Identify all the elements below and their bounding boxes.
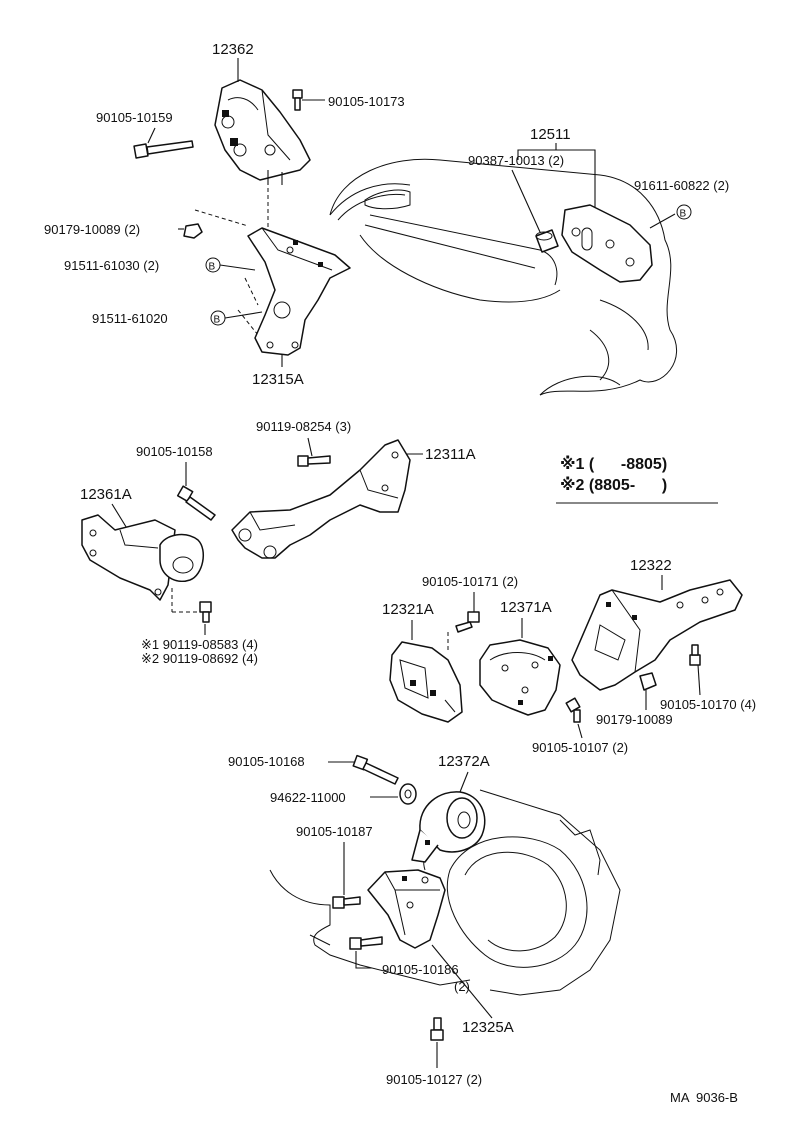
label-90105-10127: 90105-10127 (2) [386, 1072, 482, 1087]
part-12311A-arm [231, 439, 411, 559]
transmission-outline [269, 789, 621, 996]
notes-box: ※1 ( -8805) ※2 (8805- ) [556, 455, 718, 504]
bolt-90105-10107 [565, 697, 581, 723]
bolt-90105-10173 [292, 89, 325, 111]
callout-b-91511-61020: B [210, 310, 226, 326]
part-12315A-bracket [247, 227, 351, 356]
part-12362-mount [214, 58, 311, 185]
label-90105-10186: 90105-10186 [382, 962, 459, 977]
label-90105-10186-qty: (2) [454, 979, 470, 994]
bolt-90105-10186 [349, 936, 383, 950]
engine-outline-top [329, 158, 677, 396]
part-12321A-mount [389, 641, 463, 723]
svg-text:B: B [209, 262, 216, 273]
label-90105-10158: 90105-10158 [136, 444, 213, 459]
label-90105-10159: 90105-10159 [96, 110, 173, 125]
bolt-90105-10158 [176, 485, 216, 521]
svg-text:B: B [214, 315, 221, 326]
bolt-90105-10187 [332, 896, 361, 909]
label-90179-10089: 90179-10089 [596, 712, 673, 727]
nut-90179-10089-2 [178, 223, 203, 239]
nut-90179-10089 [639, 672, 657, 691]
label-90179-10089-2: 90179-10089 (2) [44, 222, 140, 237]
label-90119-08583: ※1 90119-08583 (4) [141, 637, 258, 652]
label-12361A: 12361A [80, 486, 132, 503]
part-12361A-mount [81, 514, 205, 601]
label-90119-08254: 90119-08254 (3) [256, 419, 351, 434]
label-90105-10168: 90105-10168 [228, 754, 305, 769]
label-94622-11000: 94622-11000 [270, 790, 346, 805]
note-1: ※1 ( -8805) [560, 455, 667, 473]
footer-code: MA 9036-B [670, 1090, 738, 1105]
part-12322-bracket [571, 579, 743, 691]
label-90105-10187: 90105-10187 [296, 824, 373, 839]
label-12311A: 12311A [425, 446, 476, 463]
label-12322: 12322 [630, 557, 672, 574]
bolt-90105-10127 [430, 1017, 444, 1041]
note-2: ※2 (8805- ) [560, 476, 667, 494]
svg-text:B: B [680, 209, 687, 220]
label-91511-61020: 91511-61020 [92, 311, 168, 326]
part-12372A-mount [411, 791, 486, 863]
label-12362: 12362 [212, 41, 254, 58]
label-12315A: 12315A [252, 371, 304, 388]
callout-b-91611: B [676, 204, 692, 220]
washer-94622-11000 [399, 783, 417, 805]
label-91611-60822: 91611-60822 (2) [634, 178, 729, 193]
label-90387-10013: 90387-10013 (2) [468, 153, 564, 168]
label-90105-10173: 90105-10173 [328, 94, 405, 109]
label-12321A: 12321A [382, 601, 434, 618]
label-90105-10170: 90105-10170 (4) [660, 697, 756, 712]
callout-b-91511-61030: B [205, 257, 221, 273]
label-90105-10171: 90105-10171 (2) [422, 574, 518, 589]
bolt-90119-08583 [199, 601, 212, 623]
label-90105-10107: 90105-10107 (2) [532, 740, 628, 755]
part-12511-bracket [561, 204, 676, 283]
label-91511-61030: 91511-61030 (2) [64, 258, 159, 273]
label-12371A: 12371A [500, 599, 552, 616]
part-12325A-bracket [367, 869, 446, 949]
label-12325A: 12325A [462, 1019, 514, 1036]
bolt-90119-08254 [297, 455, 331, 467]
bolt-90105-10171 [455, 611, 480, 633]
bolt-90105-10159 [133, 127, 194, 159]
part-12371A-mount [479, 639, 561, 716]
label-12372A: 12372A [438, 753, 490, 770]
bolt-90105-10170 [689, 644, 701, 666]
label-12511: 12511 [530, 126, 571, 143]
bolt-90105-10168 [352, 754, 399, 785]
label-90119-08692: ※2 90119-08692 (4) [141, 651, 258, 666]
part-90387-10013-collar [535, 229, 559, 253]
